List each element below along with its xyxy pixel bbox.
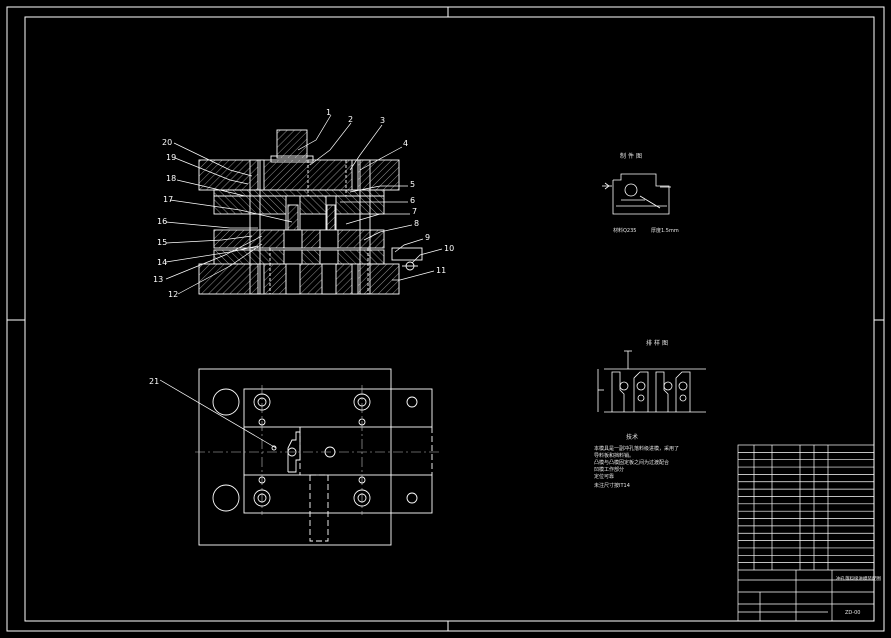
tech-req-line-4: 凹模工作部分 [594,466,624,473]
part-number-5: 5 [410,180,415,189]
part-number-15: 15 [157,238,167,247]
tech-req-heading: 技术 [626,433,638,441]
part-number-3: 3 [380,116,385,125]
part-number-9: 9 [425,233,430,242]
section-leaders [165,114,443,295]
lower-die-outline [198,368,392,546]
die-shank [276,129,308,159]
part-number-10: 10 [444,244,454,253]
plan-centerlines [195,385,440,515]
tech-req-line-3: 凸模与凸模固定板之间为过渡配合 [594,459,669,466]
thickness-note: 厚度1.5mm [651,227,679,234]
part-number-11: 11 [436,266,446,275]
backing-plate [213,189,385,197]
section-part-numbers: 1 2 3 4 5 6 7 8 9 10 11 12 13 14 15 16 1… [153,108,454,299]
part-number-17: 17 [163,195,173,204]
part-number-8: 8 [414,219,419,228]
tech-req-line-5: 定位可靠 [594,473,614,480]
upper-die-plate [198,159,400,191]
part-number-4: 4 [403,139,408,148]
plan-view [198,368,433,546]
part-drawing-title: 制件图 [620,152,644,160]
part-number-2: 2 [348,115,353,124]
strip-layout: 排样图 [597,339,706,413]
technical-requirements: 技术 本模具是一副冲孔落料级进模，采用了 导料板和挡料销。 凸模与凸模固定板之间… [594,433,679,489]
part-number-21: 21 [149,377,159,386]
part-drawing: 制件图 材料Q235 厚度1.5mm [602,152,679,234]
part-number-1: 1 [326,108,331,117]
part-number-14: 14 [157,258,167,267]
plan-leader [159,379,277,449]
part-number-16: 16 [157,217,167,226]
section-view [198,129,423,295]
strip-layout-title: 排样图 [646,339,670,347]
drawing-number: ZD-00 [845,610,860,616]
title-block [737,444,875,622]
part-number-19: 19 [166,153,176,162]
material-note: 材料Q235 [613,227,636,234]
part-number-18: 18 [166,174,176,183]
part-number-7: 7 [412,207,417,216]
part-number-12: 12 [168,290,178,299]
tech-req-line-2: 导料板和挡料销。 [594,452,634,459]
part-number-6: 6 [410,196,415,205]
drawing-name: 冲孔落料级进模装配图 [836,575,881,582]
part-number-20: 20 [162,138,172,147]
tech-req-line-1: 本模具是一副冲孔落料级进模，采用了 [594,445,679,452]
part-number-13: 13 [153,275,163,284]
drawing-frame [6,6,885,632]
tech-req-line-6: 未注尺寸按IT14 [594,482,630,489]
